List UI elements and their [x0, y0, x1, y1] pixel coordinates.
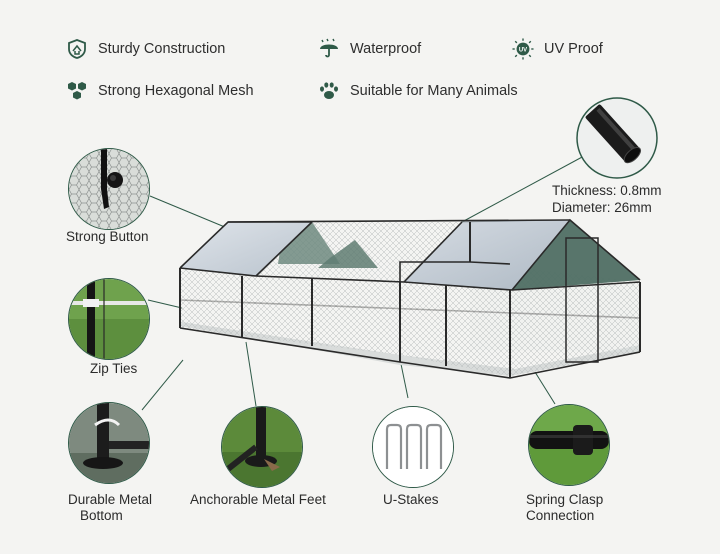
uv-badge-text: UV — [519, 47, 527, 53]
strong-button-label: Strong Button — [66, 229, 149, 244]
spring-clasp-label-line1: Spring Clasp — [526, 492, 604, 507]
shield-house-icon — [66, 38, 88, 60]
durable-metal-bottom-photo — [68, 402, 150, 484]
spring-clasp-photo — [528, 404, 610, 486]
u-stakes-label: U-Stakes — [383, 492, 439, 507]
feature-label: Waterproof — [350, 41, 422, 57]
anchorable-feet-photo — [221, 406, 303, 488]
diameter-label: Diameter: 26mm — [552, 200, 652, 215]
feature-sturdy-construction: Sturdy Construction — [66, 38, 225, 60]
cage — [179, 218, 641, 379]
spring-clasp-label-line2: Connection — [526, 508, 595, 523]
zip-ties-label: Zip Ties — [90, 361, 138, 376]
uv-sun-icon: UV — [512, 38, 534, 60]
durable-bottom-label-line2: Bottom — [80, 508, 123, 523]
feature-label: UV Proof — [544, 41, 603, 57]
durable-bottom-label-line1: Durable Metal — [68, 492, 153, 507]
feature-label: Strong Hexagonal Mesh — [98, 83, 254, 99]
zip-ties-photo — [68, 278, 150, 360]
umbrella-icon — [318, 38, 340, 60]
hexagon-mesh-icon — [66, 80, 88, 102]
strong-button-photo — [68, 148, 150, 230]
u-stakes-photo — [372, 406, 454, 488]
leader-lines — [141, 155, 585, 411]
feature-label: Suitable for Many Animals — [350, 83, 518, 99]
feature-uv-proof: UV UV Proof — [512, 38, 603, 60]
feature-hexagonal-mesh: Strong Hexagonal Mesh — [66, 80, 254, 102]
tube-detail-circle — [576, 97, 658, 179]
paw-icon — [318, 80, 340, 102]
feature-waterproof: Waterproof — [318, 38, 421, 60]
anchorable-feet-label: Anchorable Metal Feet — [190, 492, 326, 507]
feature-many-animals: Suitable for Many Animals — [318, 80, 518, 102]
thickness-label: Thickness: 0.8mm — [552, 183, 662, 198]
feature-label: Sturdy Construction — [98, 41, 226, 57]
